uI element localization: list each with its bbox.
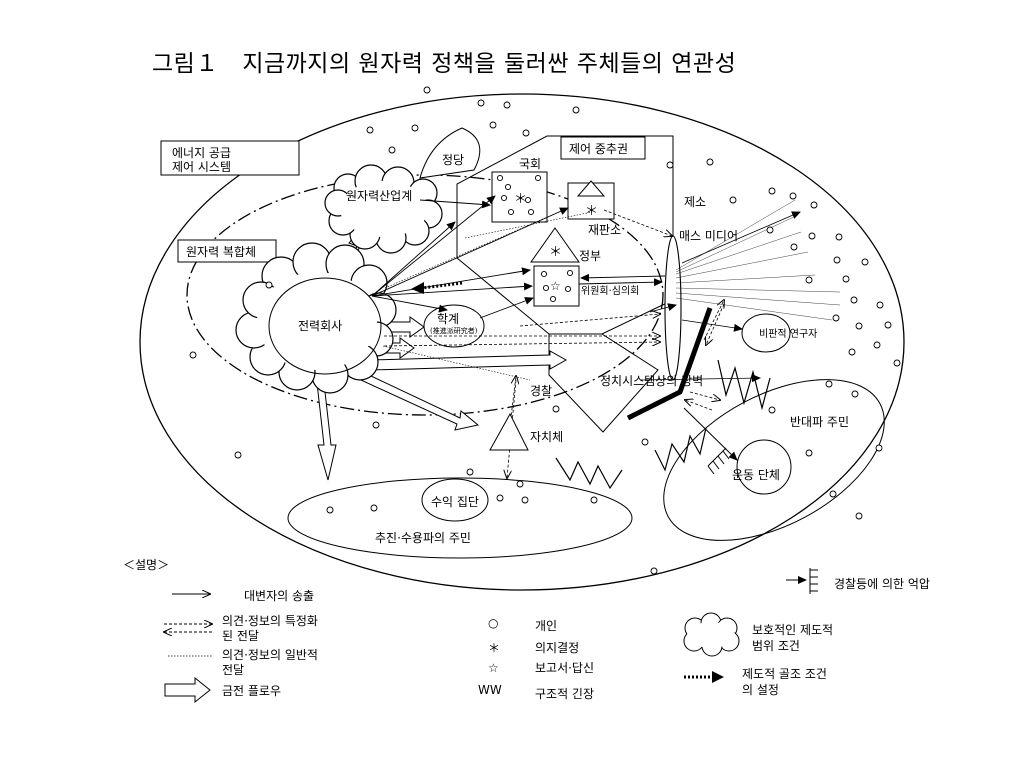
government-label: 정부 — [579, 249, 601, 263]
legend-framework-label-1: 제도적 골조 조건 — [742, 667, 827, 681]
energy-system-label-2: 제어 시스템 — [172, 160, 231, 174]
mass-media-label: 매스 미디어 — [679, 229, 738, 243]
parliament-individuals — [496, 174, 542, 216]
power-company-label: 전력회사 — [298, 319, 342, 333]
energy-system-box — [160, 140, 300, 176]
legend-heading: ＜설명＞ — [123, 558, 169, 572]
legend-general-label-1: 의견·정보의 일반적 — [222, 648, 318, 662]
legend: ＜설명＞ 대변자의 송출 의견·정보의 특정화 된 전달 의견·정보의 일반적 … — [123, 558, 930, 704]
legend-tension-icon: WW — [478, 683, 502, 697]
court-triangle — [576, 180, 606, 197]
political-barrier — [626, 307, 713, 421]
court-label: 재판소 — [588, 223, 621, 237]
government-lower-hexagon — [548, 333, 659, 433]
academia-ellipse — [423, 304, 485, 348]
mass-media-lens — [664, 235, 682, 381]
legend-decision-label: 의지결정 — [535, 641, 579, 655]
legend-framework-label-2: 의 설정 — [742, 683, 779, 697]
energy-system-label-1: 에너지 공급 — [172, 146, 231, 160]
committee-individuals — [540, 269, 574, 303]
academia-label: 학계 — [437, 312, 459, 326]
legend-specific-label-1: 의견·정보의 특정화 — [222, 614, 318, 628]
government-decision-icon: ＊ — [549, 245, 562, 260]
party-label: 정당 — [442, 153, 464, 167]
parliament-label: 국회 — [519, 157, 541, 171]
committee-label: 위원회·심의회 — [581, 284, 639, 297]
society-individuals — [189, 86, 901, 575]
legend-money-label: 금전 플로우 — [222, 684, 281, 698]
structural-tension-zigzags — [555, 359, 771, 490]
legend-individual-icon: ○ — [488, 616, 498, 630]
promoter-residents-label: 추진·수용파의 주민 — [375, 531, 471, 545]
control-center-label: 제어 중추권 — [569, 142, 628, 156]
nuclear-complex-label: 원자력 복합체 — [186, 245, 256, 259]
framework-condition-arrow — [411, 281, 463, 294]
transmit-arrows — [371, 195, 666, 319]
legend-transmit-label: 대변자의 송출 — [244, 589, 314, 603]
legend-protective-label-2: 범위 조건 — [752, 639, 800, 653]
legend-specific-label-2: 된 전달 — [222, 629, 259, 643]
specific-transmission-arrows — [383, 209, 724, 478]
power-company-ellipse — [268, 277, 382, 375]
legend-suppression-label: 경찰등에 의한 억압 — [834, 577, 930, 591]
general-transmission-lines — [382, 207, 593, 381]
critical-researcher-label: 비판적 연구자 — [759, 328, 817, 340]
committee-report-icon: ☆ — [550, 279, 561, 293]
police-suppression-mark — [683, 407, 738, 475]
opposition-residents-ellipse — [663, 379, 885, 541]
society-ellipse — [139, 93, 905, 591]
legend-report-label: 보고서·답신 — [535, 661, 594, 675]
local-government-label: 자치체 — [530, 430, 563, 444]
court-decision-icon: ＊ — [585, 204, 598, 219]
opposition-residents-label: 반대파 주민 — [790, 415, 849, 429]
legend-decision-icon: ＊ — [488, 641, 500, 655]
profit-group-label: 수익 집단 — [431, 495, 479, 509]
legend-tension-label: 구조적 긴장 — [535, 687, 594, 701]
academia-sublabel: (推進派研究者) — [430, 326, 478, 335]
party-bubble — [419, 127, 481, 179]
parliament-decision-icon: ＊ — [514, 192, 527, 207]
profit-group-ellipse — [421, 478, 489, 522]
legend-report-icon: ☆ — [488, 661, 499, 675]
legend-protective-label-1: 보호적인 제도적 — [752, 623, 833, 637]
page-title: 그림１ 지금까지의 원자력 정책을 둘러싼 주체들의 연관성 — [152, 51, 737, 77]
nuclear-industry-label: 원자력산업계 — [346, 189, 412, 203]
political-barrier-label: 정치시스템상의 장벽 — [600, 374, 703, 388]
legend-general-label-2: 전달 — [222, 663, 244, 677]
critical-researcher-ellipse — [741, 313, 791, 353]
nuclear-complex-box — [177, 239, 277, 263]
control-center-box — [560, 136, 646, 160]
legend-individual-label: 개인 — [535, 619, 557, 633]
lawsuit-label: 제소 — [684, 195, 706, 209]
promoter-residents-ellipse — [287, 477, 633, 559]
media-radiation-lines — [675, 199, 841, 321]
police-label: 경찰 — [530, 384, 552, 398]
movement-group-circle — [736, 439, 792, 495]
media-out-arrows — [639, 211, 801, 383]
local-government-triangle — [489, 412, 529, 451]
movement-group-label: 운동 단체 — [732, 468, 780, 482]
government-triangle — [530, 227, 580, 263]
